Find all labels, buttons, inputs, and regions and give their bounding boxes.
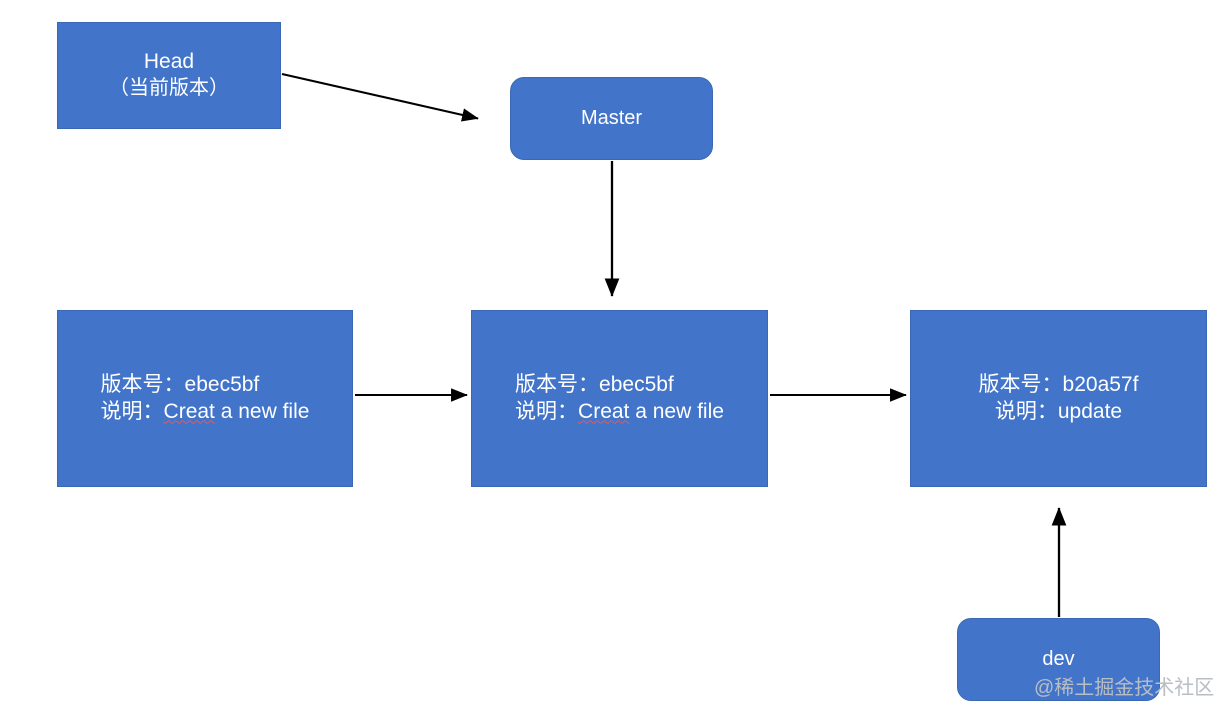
commit-left-version-row: 版本号：ebec5bf: [101, 372, 310, 399]
commit-mid-version-label: 版本号：: [515, 372, 600, 396]
commit-left-desc-label: 说明：: [100, 399, 164, 423]
commit-left-version-label: 版本号：: [100, 372, 185, 396]
node-dev-label: dev: [1042, 647, 1075, 670]
node-commit-left[interactable]: 版本号：ebec5bf 说明：Creat a new file: [57, 310, 353, 487]
commit-mid-text: 版本号：ebec5bf 说明：Creat a new file: [515, 372, 724, 426]
commit-left-text: 版本号：ebec5bf 说明：Creat a new file: [101, 372, 310, 426]
commit-mid-desc-row: 说明：Creat a new file: [515, 399, 724, 426]
commit-mid-desc-label: 说明：: [515, 399, 579, 423]
commit-right-version-label: 版本号：: [978, 372, 1063, 396]
commit-right-text: 版本号：b20a57f 说明：update: [979, 372, 1139, 426]
commit-mid-desc-rest: a new file: [629, 399, 724, 423]
node-commit-mid[interactable]: 版本号：ebec5bf 说明：Creat a new file: [471, 310, 768, 487]
node-dev[interactable]: dev: [957, 618, 1160, 701]
node-head[interactable]: Head （当前版本）: [57, 22, 281, 129]
commit-left-desc-row: 说明：Creat a new file: [101, 399, 310, 426]
node-head-subtitle: （当前版本）: [109, 77, 229, 100]
commit-right-desc-value: update: [1057, 399, 1123, 423]
node-master[interactable]: Master: [510, 77, 713, 160]
commit-left-desc-rest: a new file: [214, 399, 310, 423]
node-commit-right[interactable]: 版本号：b20a57f 说明：update: [910, 310, 1207, 487]
commit-right-version-row: 版本号：b20a57f: [979, 372, 1139, 399]
commit-right-desc-row: 说明：update: [979, 399, 1139, 426]
commit-left-desc-misspelled-word: Creat: [163, 399, 215, 423]
commit-right-version-value: b20a57f: [1062, 372, 1139, 396]
node-head-title: Head: [143, 50, 195, 74]
node-master-label: Master: [580, 106, 643, 129]
arrow-head-to-master: [281, 72, 479, 122]
commit-mid-desc-misspelled-word: Creat: [578, 399, 630, 423]
commit-mid-version-value: ebec5bf: [599, 372, 674, 396]
watermark: @稀土掘金技术社区: [1034, 677, 1215, 699]
commit-right-desc-label: 说明：: [994, 399, 1058, 423]
commit-mid-version-row: 版本号：ebec5bf: [515, 372, 724, 399]
commit-left-version-value: ebec5bf: [184, 372, 260, 396]
